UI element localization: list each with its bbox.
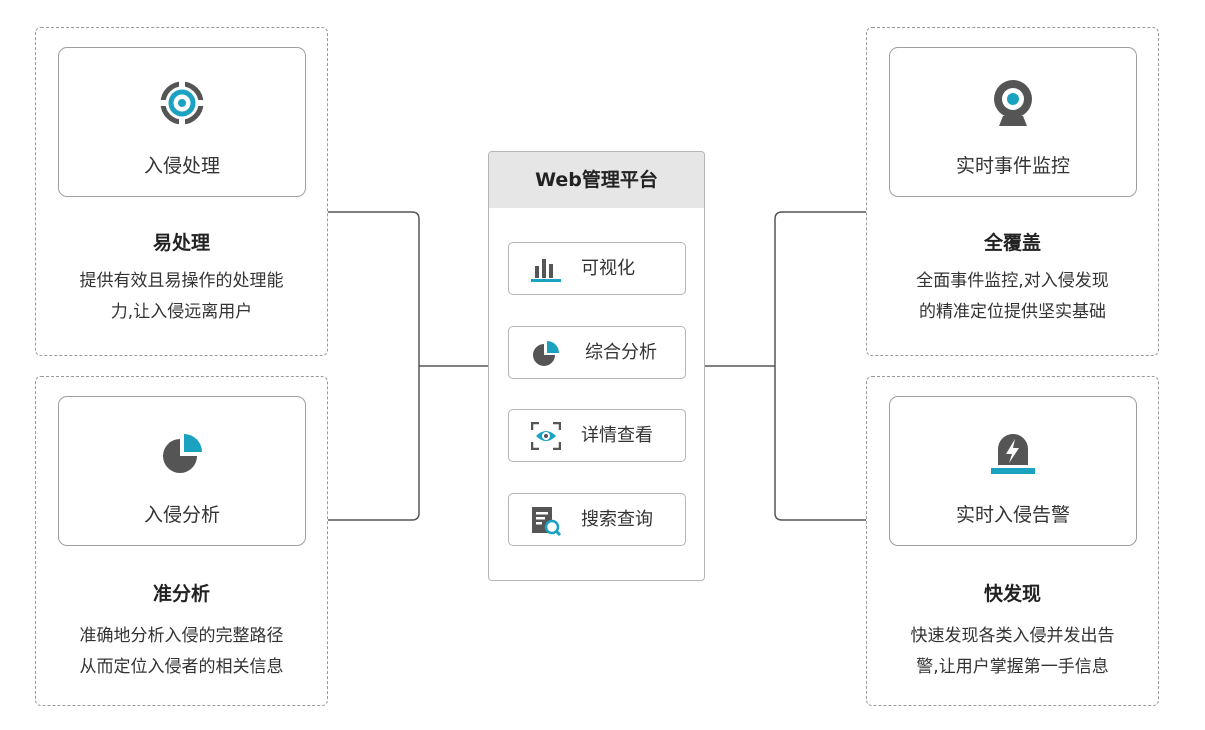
- right-connector: [705, 211, 866, 521]
- menu-item-comprehensive-analysis[interactable]: 综合分析: [508, 326, 686, 379]
- document-search-icon: [531, 506, 562, 540]
- feature-description: 全面事件监控,对入侵发现 的精准定位提供坚实基础: [867, 266, 1158, 328]
- eye-scan-icon: [530, 421, 562, 454]
- feature-title: 准分析: [152, 583, 210, 605]
- panel-realtime-alarm: 实时入侵告警 快发现 快速发现各类入侵并发出告 警,让用户掌握第一手信息: [866, 376, 1159, 706]
- pie-chart-icon: [531, 339, 561, 373]
- description-line: 准确地分析入侵的完整路径: [79, 626, 284, 646]
- alarm-icon: [989, 429, 1037, 481]
- menu-item-label: 综合分析: [585, 342, 657, 363]
- menu-item-detail-view[interactable]: 详情查看: [508, 409, 686, 462]
- feature-title: 易处理: [152, 232, 210, 254]
- menu-item-search-query[interactable]: 搜索查询: [508, 493, 686, 546]
- webcam-icon: [990, 78, 1036, 132]
- panel-realtime-monitoring: 实时事件监控 全覆盖 全面事件监控,对入侵发现 的精准定位提供坚实基础: [866, 27, 1159, 356]
- panel-intrusion-analysis: 入侵分析 准分析 准确地分析入侵的完整路径 从而定位入侵者的相关信息: [35, 376, 328, 706]
- description-line: 警,让用户掌握第一手信息: [916, 657, 1109, 677]
- feature-description: 准确地分析入侵的完整路径 从而定位入侵者的相关信息: [36, 621, 327, 683]
- card-label: 入侵处理: [143, 155, 220, 177]
- card-label: 实时事件监控: [955, 155, 1070, 177]
- card-intrusion-analysis: 入侵分析: [58, 396, 306, 546]
- feature-title: 全覆盖: [983, 232, 1041, 254]
- left-connector: [328, 211, 488, 521]
- card-intrusion-handling: 入侵处理: [58, 47, 306, 197]
- description-line: 的精准定位提供坚实基础: [919, 302, 1106, 322]
- card-label: 实时入侵告警: [955, 504, 1070, 526]
- description-line: 从而定位入侵者的相关信息: [79, 657, 284, 677]
- feature-description: 快速发现各类入侵并发出告 警,让用户掌握第一手信息: [867, 621, 1158, 683]
- platform-title: Web管理平台: [489, 152, 704, 208]
- menu-item-label: 搜索查询: [581, 509, 653, 530]
- card-realtime-monitoring: 实时事件监控: [889, 47, 1137, 197]
- description-line: 力,让入侵远离用户: [110, 302, 253, 322]
- menu-item-label: 详情查看: [581, 425, 653, 446]
- feature-description: 提供有效且易操作的处理能 力,让入侵远离用户: [36, 266, 327, 328]
- description-line: 快速发现各类入侵并发出告: [910, 626, 1115, 646]
- pie-chart-icon: [159, 431, 205, 481]
- bar-chart-icon: [531, 255, 561, 287]
- description-line: 全面事件监控,对入侵发现: [916, 271, 1109, 291]
- menu-item-label: 可视化: [581, 258, 635, 279]
- target-icon: [157, 78, 207, 132]
- panel-intrusion-handling: 入侵处理 易处理 提供有效且易操作的处理能 力,让入侵远离用户: [35, 27, 328, 356]
- feature-title: 快发现: [983, 583, 1041, 605]
- card-realtime-alarm: 实时入侵告警: [889, 396, 1137, 546]
- web-management-platform: Web管理平台 可视化 综合分析: [488, 151, 705, 581]
- description-line: 提供有效且易操作的处理能: [79, 271, 284, 291]
- card-label: 入侵分析: [143, 504, 220, 526]
- menu-item-visualization[interactable]: 可视化: [508, 242, 686, 295]
